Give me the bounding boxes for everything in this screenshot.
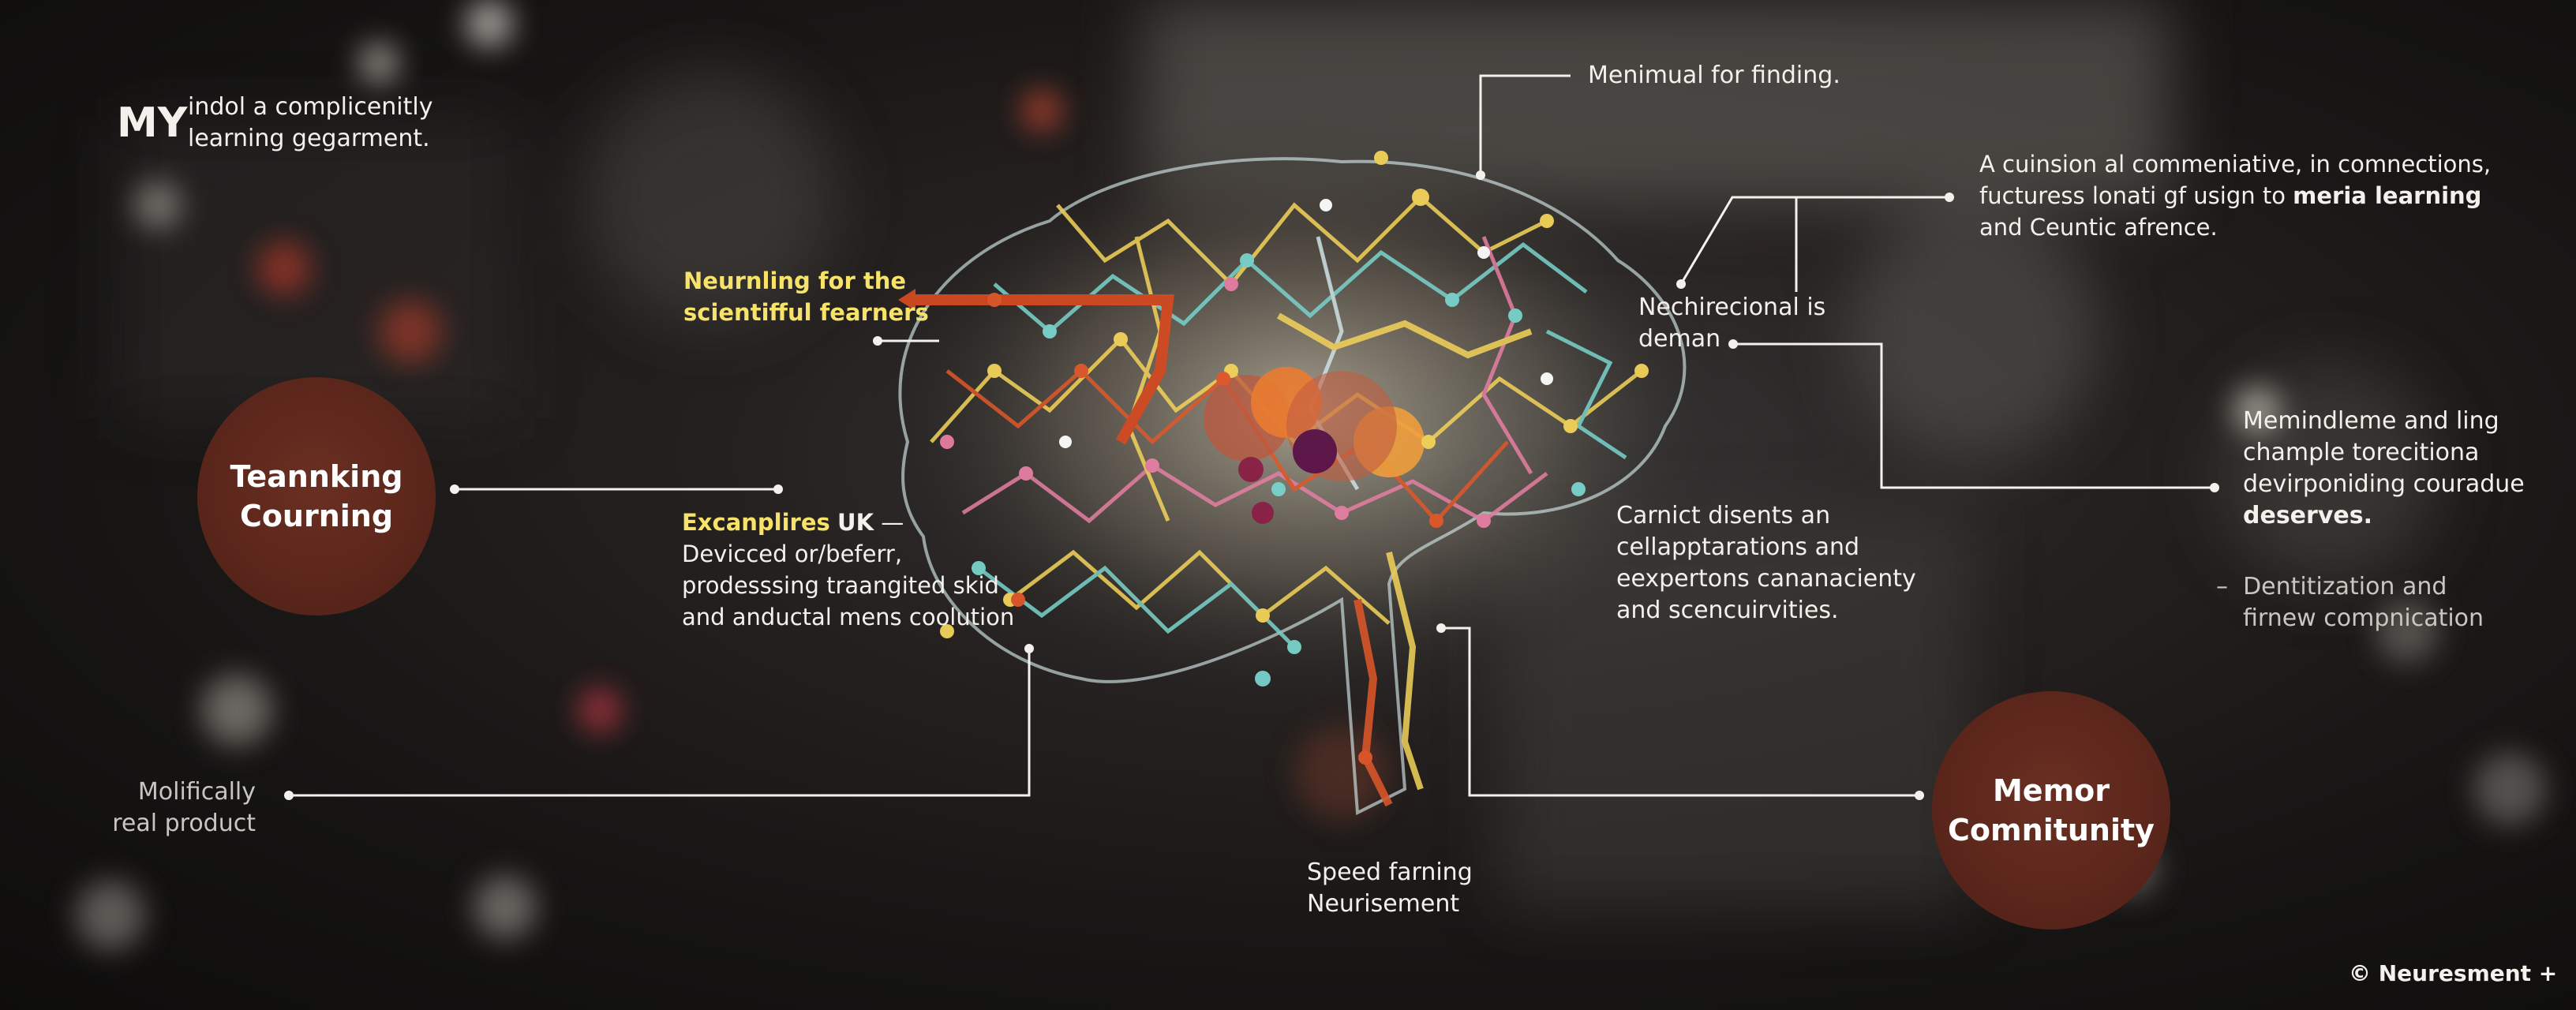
carnict-line3: eexpertons cananacienty xyxy=(1616,565,1916,593)
neurnling-line1: Neurnling for the xyxy=(683,267,907,294)
label-neurnling: Neurnling for the scientifful fearners xyxy=(683,265,929,328)
carnict-line2: cellapptarations and xyxy=(1616,533,1860,561)
memindleme-line4: deserves. xyxy=(2243,502,2372,529)
dentitization-line2: firnew compnication xyxy=(2243,604,2484,632)
label-carnict: Carnict disents an cellapptarations and … xyxy=(1616,500,1916,627)
excanplires-uk: UK xyxy=(837,509,874,536)
connector-dots xyxy=(284,170,2219,800)
circle-teannking: Teannking Courning xyxy=(197,377,436,615)
tagline-line1: indol a complicenitly xyxy=(188,93,433,121)
brain-network xyxy=(898,151,1687,816)
circle-memor: Memor Comnitunity xyxy=(1932,691,2170,930)
speed-line1: Speed farning xyxy=(1307,858,1473,886)
label-nechrecional: Nechirecional is deman xyxy=(1638,292,1825,355)
carnict-line4: and scencuirvities. xyxy=(1616,597,1839,624)
copyright: © Neuresment + xyxy=(2349,960,2558,986)
speed-line2: Neurisement xyxy=(1307,890,1460,918)
circle-teannking-line2: Courning xyxy=(239,499,394,533)
carnict-line1: Carnict disents an xyxy=(1616,502,1831,529)
nechrecional-line2: deman xyxy=(1638,325,1721,353)
cuinsion-line2: fucturess lonati gf usign to meria learn… xyxy=(1979,180,2491,211)
label-cuinsion: A cuinsion al commeniative, in comnectio… xyxy=(1979,148,2491,243)
nechrecional-line1: Nechirecional is xyxy=(1638,294,1826,321)
label-dentitization: – Dentitization and firnew compnication xyxy=(2216,571,2484,634)
label-molifically: Molifically real product xyxy=(79,776,256,840)
molifically-line1: Molifically xyxy=(137,778,256,806)
memindleme-line1: Memindleme and ling xyxy=(2243,407,2499,435)
neurnling-line2: scientifful fearners xyxy=(683,299,929,326)
dentitization-line1: – Dentitization and xyxy=(2216,573,2447,600)
tagline: indol a complicenitly learning gegarment… xyxy=(188,92,432,155)
circle-memor-line1: Memor xyxy=(1992,773,2110,808)
circle-teannking-line1: Teannking xyxy=(230,459,403,494)
memindleme-line3: devirponiding couradue xyxy=(2243,470,2525,498)
excanplires-line1: Excanplires UK — xyxy=(682,509,904,536)
connector-lines xyxy=(289,74,2215,797)
dentitization-line1-text: Dentitization and xyxy=(2243,573,2447,600)
cuinsion-line2-text: fucturess lonati gf usign to xyxy=(1979,182,2293,209)
memindleme-line2: chample torecitiona xyxy=(2243,439,2480,466)
excanplires-title: Excanplires xyxy=(682,509,830,536)
label-excanplires: Excanplires UK — Devicced or/beferr, pro… xyxy=(682,507,1014,633)
excanplires-line2: Devicced or/beferr, xyxy=(682,541,903,567)
excanplires-line4: and anductal mens coolution xyxy=(682,604,1015,630)
cuinsion-line2-bold: meria learning xyxy=(2293,182,2482,209)
label-menimual: Menimual for finding. xyxy=(1588,62,1840,89)
circle-memor-line2: Comnitunity xyxy=(1948,813,2155,847)
label-memindleme: Memindleme and ling chample torecitiona … xyxy=(2243,406,2525,532)
excanplires-line3: prodesssing traangited skid xyxy=(682,572,999,599)
label-speed: Speed farning Neurisement xyxy=(1307,857,1473,920)
cuinsion-line1: A cuinsion al commeniative, in comnectio… xyxy=(1979,151,2492,178)
tagline-line2: learning gegarment. xyxy=(188,125,430,152)
molifically-line2: real product xyxy=(112,810,256,837)
bokeh-lights xyxy=(76,0,2546,950)
cuinsion-line3: and Ceuntic afrence. xyxy=(1979,214,2218,241)
logo: MY xyxy=(117,99,188,147)
